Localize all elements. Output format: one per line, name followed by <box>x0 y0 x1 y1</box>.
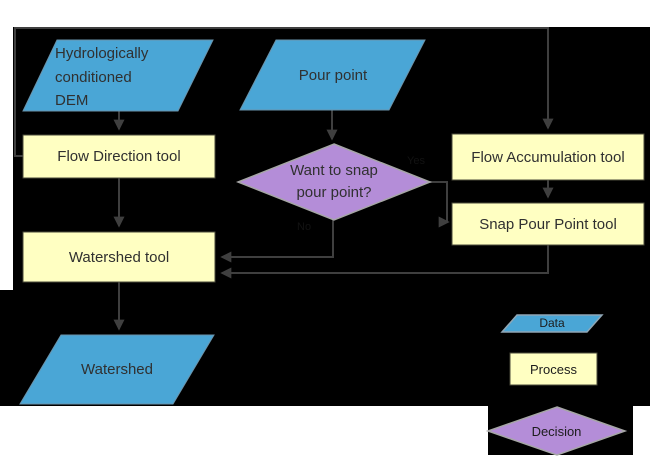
legend-data-shape <box>500 314 604 333</box>
node-snap-pour-point-label: Snap Pour Point tool <box>479 215 617 233</box>
node-snap-pour-point-shape <box>451 202 645 246</box>
node-flow-direction-label: Flow Direction tool <box>57 148 181 165</box>
node-flow-accumulation-shape <box>451 133 645 181</box>
node-pour-point-label: Pour point <box>298 66 368 84</box>
node-dem-label-line2: conditioned <box>55 68 132 86</box>
node-dem-label-line3: DEM <box>55 92 89 109</box>
node-watershed-label: Watershed <box>81 361 153 378</box>
background-block-left <box>0 290 13 406</box>
node-watershed-tool-label: Watershed tool <box>68 248 170 266</box>
node-decision-label-line1: Want to snap <box>290 162 378 179</box>
edge-label-no: No <box>297 221 312 233</box>
legend-decision-shape <box>485 406 628 456</box>
connector-snap-pour-point-to-watershed-tool <box>220 245 549 279</box>
node-flow-direction-shape <box>22 134 216 179</box>
edge-label-yes: Yes <box>407 155 425 167</box>
node-watershed-shape <box>19 334 215 405</box>
node-flow-accumulation-label: Flow Accumulation tool <box>471 148 625 166</box>
connector-decision-no-to-watershed-tool <box>220 220 334 263</box>
node-decision-label-line2: pour point? <box>296 184 372 201</box>
node-dem-label: Hydrologically conditioned DEM <box>55 42 205 113</box>
connector-decision-yes-to-snap-pour-point <box>430 181 450 228</box>
node-watershed-tool-shape <box>22 231 216 283</box>
legend-process-shape <box>509 352 598 386</box>
node-decision-shape <box>235 143 433 221</box>
legend-decision-label: Decision <box>531 423 582 439</box>
node-decision-label: Want to snap pour point? <box>238 146 430 218</box>
node-pour-point-shape <box>239 39 426 111</box>
legend-process-label: Process <box>530 361 577 377</box>
connector-group <box>14 27 554 331</box>
node-dem-shape <box>22 39 214 112</box>
node-dem-label-line1: Hydrologically <box>55 45 149 62</box>
legend-data-label: Data <box>539 315 565 330</box>
connector-flow-direction-to-flow-accumulation <box>14 27 554 157</box>
